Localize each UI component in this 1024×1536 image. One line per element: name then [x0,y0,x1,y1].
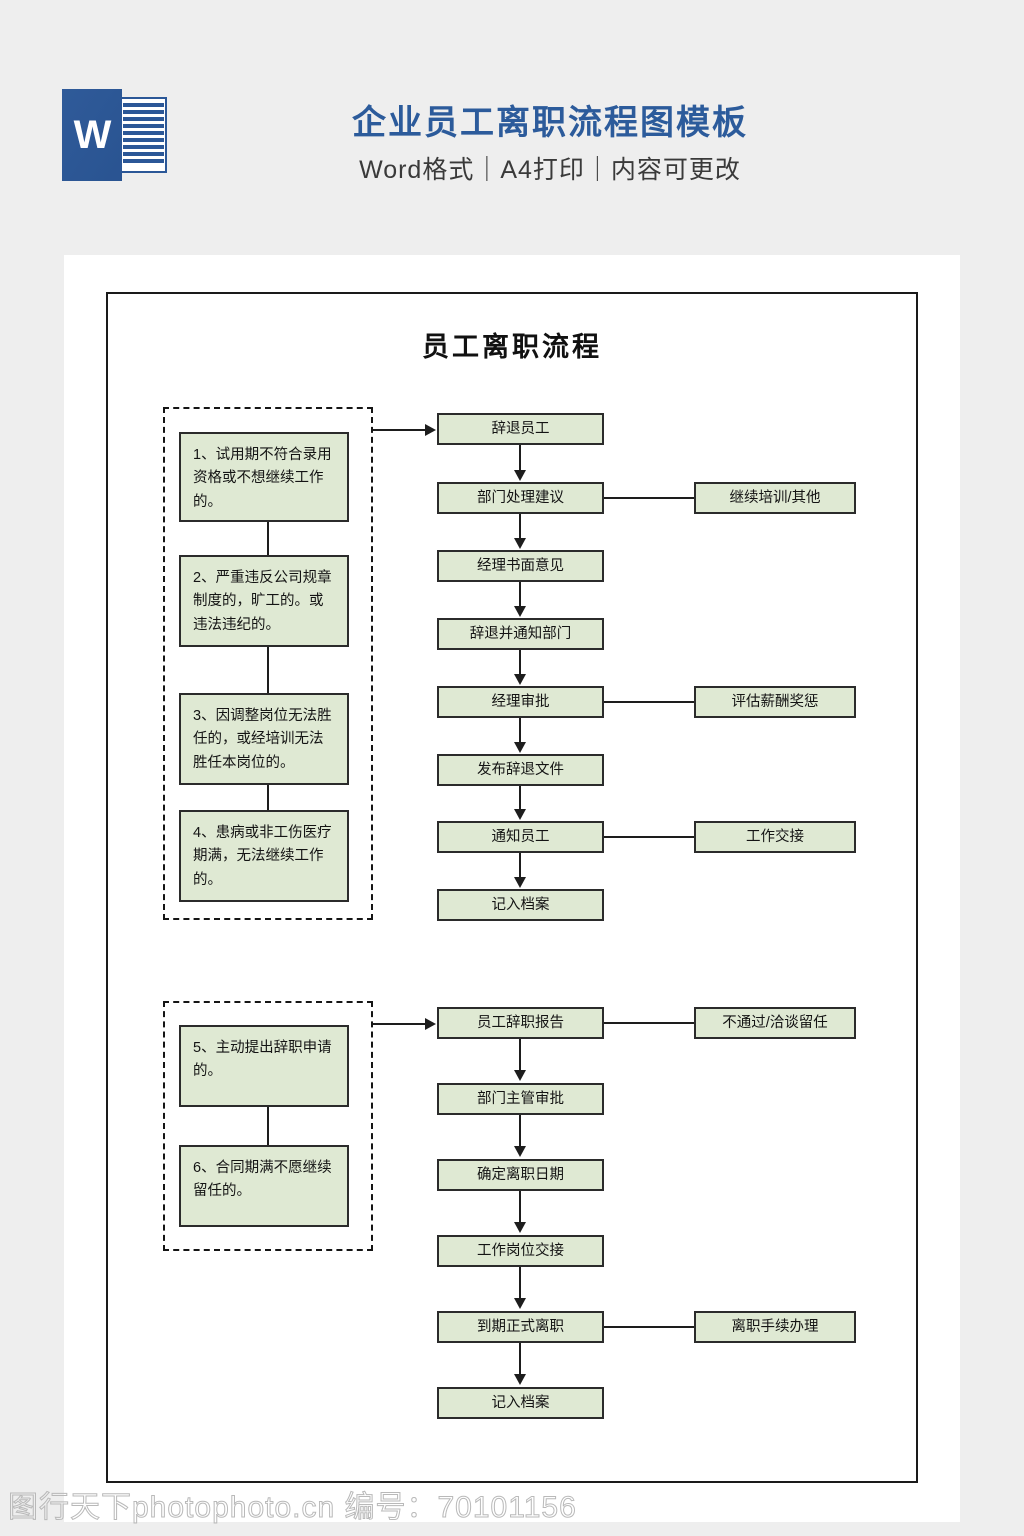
flow1-connector-2 [519,514,521,539]
step-manager-approval: 经理审批 [437,686,604,718]
branch-continue-training: 继续培训/其他 [694,482,856,514]
step-notify-employee: 通知员工 [437,821,604,853]
branch-evaluate-compensation: 评估薪酬奖惩 [694,686,856,718]
reason-2: 2、严重违反公司规章制度的，旷工的。或违法违纪的。 [179,555,349,647]
group1-to-flow-line [373,429,431,431]
reason-3: 3、因调整岗位无法胜任的，或经培训无法胜任本岗位的。 [179,693,349,785]
step-department-advice: 部门处理建议 [437,482,604,514]
resignation-reasons-group [163,1001,373,1251]
footer-watermark: 图行天下photophoto.cn 编号：70101156 [8,1491,577,1525]
reason-6: 6、合同期满不愿继续留任的。 [179,1145,349,1227]
step-manager-written-opinion: 经理书面意见 [437,550,604,582]
flow2-connector-4 [519,1267,521,1299]
step-dismiss-notify-department: 辞退并通知部门 [437,618,604,650]
flowchart-title: 员工离职流程 [422,332,602,362]
branch-departure-formalities: 离职手续办理 [694,1311,856,1343]
group1-to-flow-arrow [425,424,436,436]
flow2-arrowhead-4 [514,1298,526,1309]
word-icon-letter: W [73,113,112,157]
page-header: W 企业员工离职流程图模板 Word格式｜A4打印｜内容可更改 [0,0,1024,240]
reason-1: 1、试用期不符合录用资格或不想继续工作的。 [179,432,349,522]
step-record-archive-2: 记入档案 [437,1387,604,1419]
step-record-archive: 记入档案 [437,889,604,921]
reason-5: 5、主动提出辞职申请的。 [179,1025,349,1107]
flow2-arrowhead-3 [514,1222,526,1233]
flow1-arrowhead-7 [514,877,526,888]
branch1-line-3 [604,836,694,838]
flow1-arrowhead-6 [514,809,526,820]
step-supervisor-approval: 部门主管审批 [437,1083,604,1115]
word-icon-lines [123,103,164,167]
flow2-connector-3 [519,1191,521,1223]
page-title: 企业员工离职流程图模板 [352,104,748,142]
reason-4: 4、患病或非工伤医疗期满，无法继续工作的。 [179,810,349,902]
flow1-arrowhead-1 [514,470,526,481]
step-resignation-report: 员工辞职报告 [437,1007,604,1039]
flow2-connector-1 [519,1039,521,1071]
flow1-connector-4 [519,650,521,675]
flow1-arrowhead-5 [514,742,526,753]
flow1-arrowhead-2 [514,538,526,549]
reason-connector-5-6 [267,1107,269,1145]
flow1-connector-6 [519,786,521,810]
step-dismiss-employee: 辞退员工 [437,413,604,445]
reason-connector-2-3 [267,647,269,693]
flow1-connector-5 [519,718,521,743]
flow1-connector-1 [519,445,521,471]
page-subtitle: Word格式｜A4打印｜内容可更改 [359,156,741,184]
branch2-line-1 [604,1022,694,1024]
word-document-icon: W [62,85,172,185]
branch1-line-2 [604,701,694,703]
flow1-connector-3 [519,582,521,607]
branch2-line-2 [604,1326,694,1328]
group2-to-flow-line [373,1023,431,1025]
branch-work-handover: 工作交接 [694,821,856,853]
flow2-connector-2 [519,1115,521,1147]
flow1-arrowhead-4 [514,674,526,685]
flow2-connector-5 [519,1343,521,1375]
group2-to-flow-arrow [425,1018,436,1030]
flow2-arrowhead-5 [514,1374,526,1385]
branch-not-approved-retain: 不通过/洽谈留任 [694,1007,856,1039]
reason-connector-3-4 [267,785,269,810]
dismissal-reasons-group [163,407,373,920]
word-icon-square [62,89,122,181]
step-official-departure: 到期正式离职 [437,1311,604,1343]
reason-connector-1-2 [267,522,269,555]
flow2-arrowhead-2 [514,1146,526,1157]
step-confirm-leave-date: 确定离职日期 [437,1159,604,1191]
flow2-arrowhead-1 [514,1070,526,1081]
branch1-line-1 [604,497,694,499]
step-position-handover: 工作岗位交接 [437,1235,604,1267]
flow1-connector-7 [519,853,521,878]
step-issue-dismissal-doc: 发布辞退文件 [437,754,604,786]
flow1-arrowhead-3 [514,606,526,617]
